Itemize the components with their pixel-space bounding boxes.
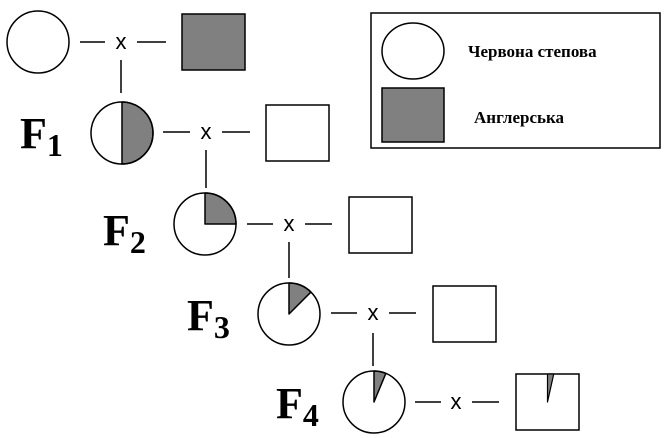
cross-symbol: x	[201, 119, 212, 144]
generation-label: F4	[276, 379, 319, 433]
parents-row: x	[6, 10, 246, 93]
cross-symbol: x	[116, 29, 127, 54]
parent-female-circle	[6, 10, 70, 74]
square-base	[265, 104, 330, 162]
parent-male-square	[181, 13, 246, 71]
f4-mate-square	[515, 373, 580, 431]
cross-symbol: x	[451, 389, 462, 414]
f1-mate-square	[265, 104, 330, 162]
cross-symbol: x	[284, 211, 295, 236]
legend-circle-icon	[381, 22, 445, 80]
anglerska-share-wedge	[121, 101, 154, 165]
f3-offspring-circle	[257, 282, 321, 346]
generation-label: F3	[187, 291, 230, 345]
generation-f3: F3 x	[187, 282, 497, 366]
generation-f1: F1 x	[20, 101, 330, 188]
anglerska-share-wedge	[546, 373, 555, 403]
square-base	[348, 196, 413, 254]
circle-outline	[173, 192, 237, 256]
circle-outline	[257, 282, 321, 346]
cross-symbol: x	[368, 300, 379, 325]
legend-square-icon	[381, 87, 445, 143]
f2-offspring-circle	[173, 192, 237, 256]
square-base	[432, 285, 497, 343]
f3-mate-square	[432, 285, 497, 343]
circle-outline	[90, 101, 154, 165]
circle-outline	[342, 370, 406, 434]
generation-f2: F2 x	[103, 192, 413, 278]
generation-f4: F4 x	[276, 370, 580, 434]
f4-offspring-circle	[342, 370, 406, 434]
generation-label: F2	[103, 206, 146, 260]
legend-label-anglerska: Англерська	[474, 108, 565, 127]
generation-label: F1	[20, 109, 63, 163]
legend-label-chervona: Червона степова	[468, 42, 597, 61]
f2-mate-square	[348, 196, 413, 254]
f1-offspring-circle	[90, 101, 154, 165]
legend: Червона степова Англерська	[370, 12, 661, 149]
